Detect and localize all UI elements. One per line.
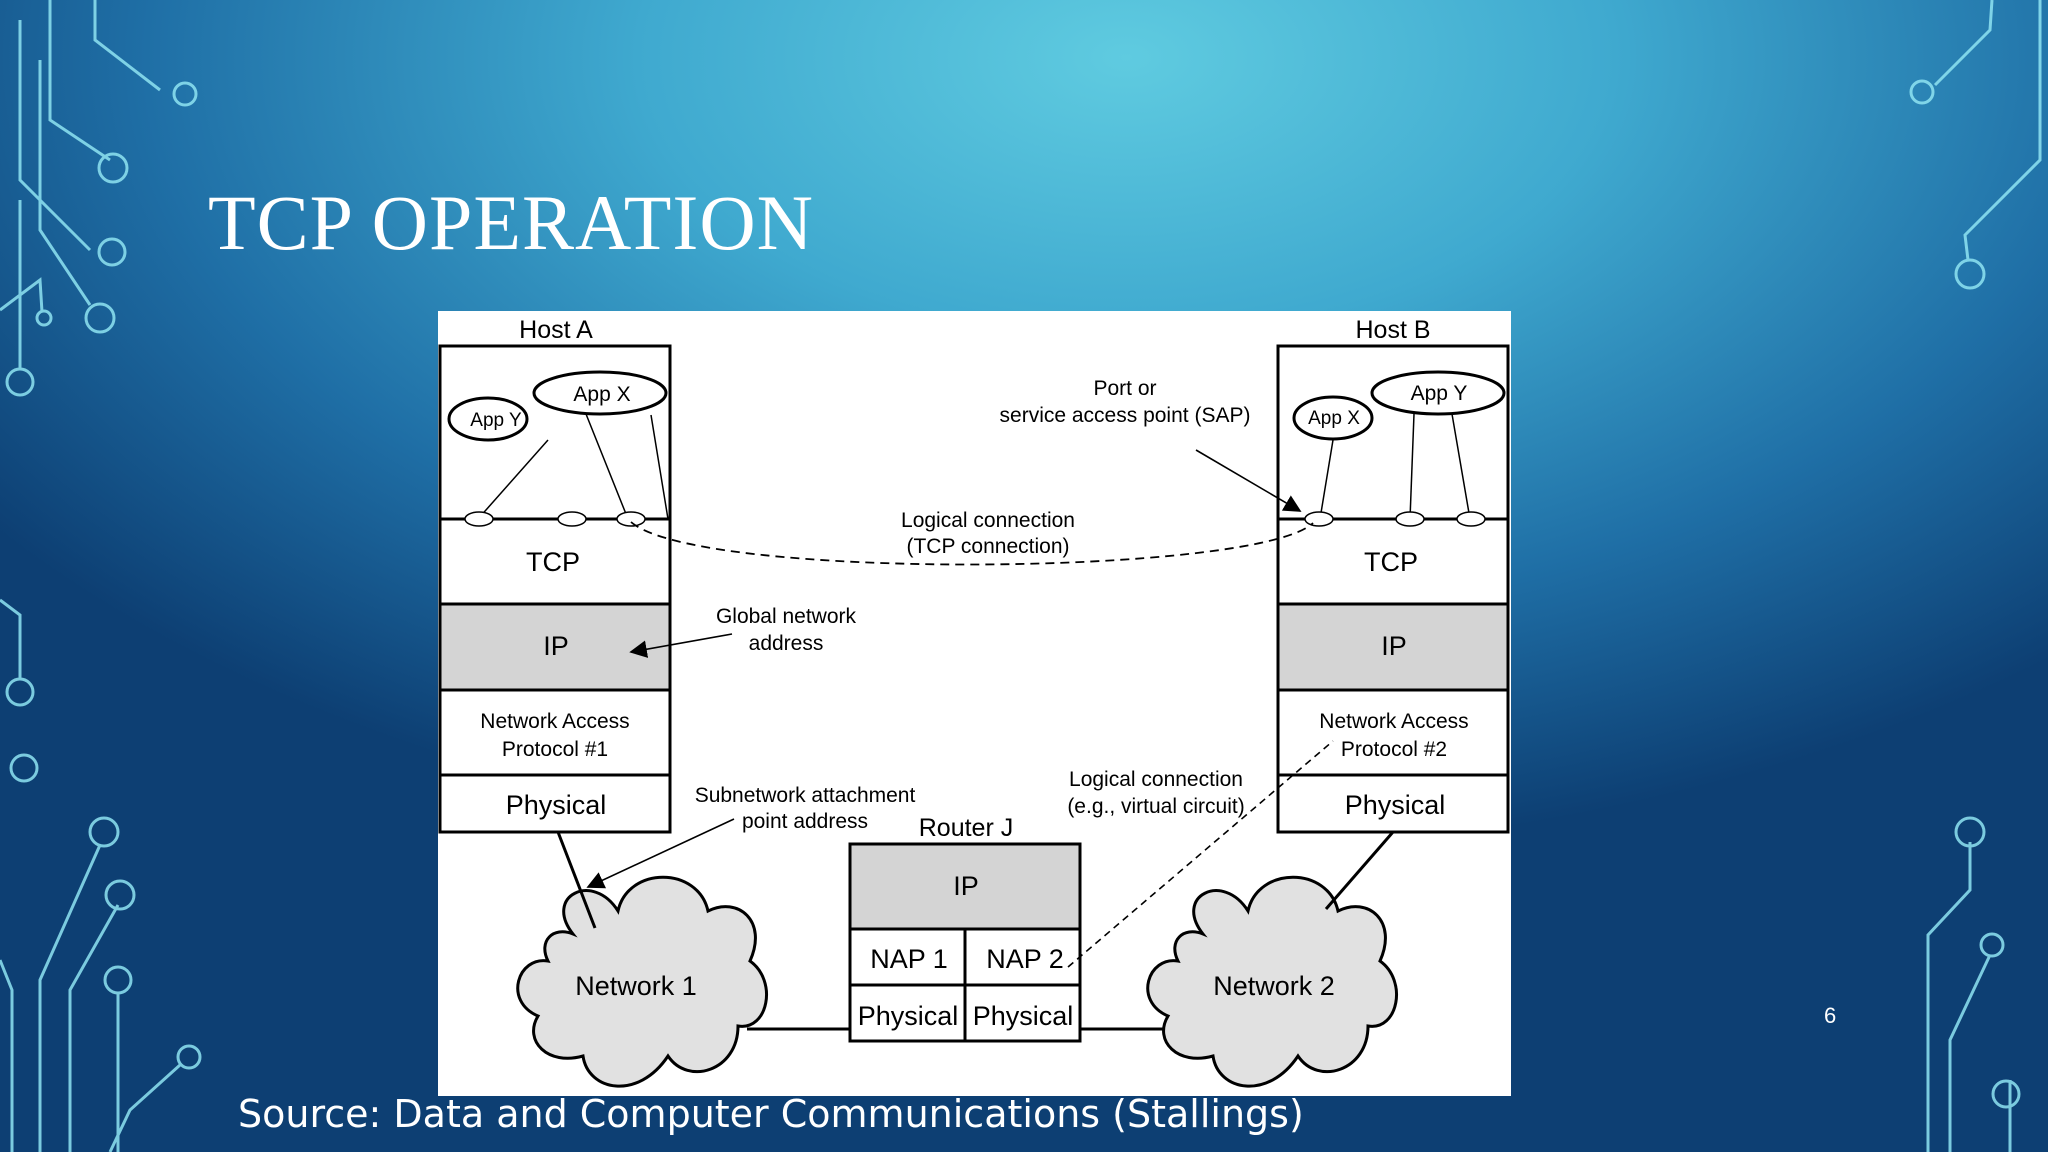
- host-b-port-1: [1304, 511, 1334, 527]
- host-b-app-x-label: App X: [1308, 408, 1360, 429]
- host-a-physical-label: Physical: [506, 790, 607, 820]
- tcp-operation-diagram: Host A App Y App X TCP IP Network Access…: [438, 311, 1511, 1096]
- host-b-nap-line1: Network Access: [1319, 710, 1468, 733]
- host-b-app-y: [1370, 370, 1506, 416]
- subnet-label-line1: Subnetwork attachment: [695, 784, 916, 807]
- router-physical1-label: Physical: [858, 1001, 959, 1031]
- host-a-nap-line2: Protocol #1: [502, 738, 608, 761]
- host-a-app-x-label: App X: [573, 383, 630, 406]
- router-label: Router J: [919, 814, 1013, 842]
- host-b-to-network-2-link: [1324, 831, 1395, 910]
- host-a-port-3: [616, 511, 646, 527]
- global-address-label-line2: address: [749, 632, 824, 655]
- host-b-label: Host B: [1355, 316, 1430, 344]
- logical-vc-label-line2: (e.g., virtual circuit): [1067, 795, 1244, 818]
- host-b-port-3: [1456, 511, 1486, 527]
- network-2-label: Network 2: [1213, 971, 1335, 1001]
- router-physical2-label: Physical: [973, 1001, 1074, 1031]
- host-a-ip-label: IP: [543, 631, 569, 661]
- host-b-nap-line2: Protocol #2: [1341, 738, 1447, 761]
- global-address-label-line1: Global network: [716, 605, 857, 628]
- port-label-line2: service access point (SAP): [1000, 404, 1251, 427]
- host-a-app-y-label: App Y: [470, 410, 522, 431]
- sap-arrow: [1195, 449, 1302, 512]
- network-1-label: Network 1: [575, 971, 697, 1001]
- source-caption: Source: Data and Computer Communications…: [238, 1092, 1304, 1136]
- host-a-tcp-label: TCP: [526, 547, 580, 577]
- port-label-line1: Port or: [1093, 377, 1156, 400]
- global-address-arrow: [629, 633, 733, 658]
- network-1-cloud: [516, 875, 768, 1088]
- host-a-port-1: [464, 511, 494, 527]
- router-ip-layer: [848, 842, 1082, 931]
- router-nap1-label: NAP 1: [870, 944, 948, 974]
- logical-virtual-circuit: [1067, 740, 1334, 968]
- host-b-app-x: [1292, 395, 1374, 441]
- subnet-label-line2: point address: [742, 810, 868, 833]
- host-a-port-2: [557, 511, 587, 527]
- slide-number: 6: [1824, 1003, 1837, 1028]
- network-2-cloud: [1146, 875, 1398, 1088]
- host-a-app-x: [532, 370, 668, 416]
- host-b-app-y-label: App Y: [1411, 382, 1468, 405]
- logical-tcp-connection: [630, 521, 1314, 566]
- host-a-nap-line1: Network Access: [480, 710, 629, 733]
- logical-tcp-label-line1: Logical connection: [901, 509, 1075, 532]
- host-a-app-y: [447, 396, 529, 442]
- host-b-port-2: [1395, 511, 1425, 527]
- host-b-tcp-label: TCP: [1364, 547, 1418, 577]
- router-ip-label: IP: [953, 871, 979, 901]
- diagram-svg: Host A App Y App X TCP IP Network Access…: [438, 316, 1510, 1088]
- host-b-stack: [1276, 344, 1510, 834]
- logical-tcp-label-line2: (TCP connection): [906, 535, 1069, 558]
- logical-vc-label-line1: Logical connection: [1069, 768, 1243, 791]
- router-nap2-label: NAP 2: [986, 944, 1064, 974]
- host-a-to-network-1-link: [556, 831, 597, 929]
- router-stack: [848, 842, 1082, 1043]
- host-b-physical-label: Physical: [1345, 790, 1446, 820]
- host-a-label: Host A: [519, 316, 593, 344]
- host-b-ip-label: IP: [1381, 631, 1407, 661]
- subnet-address-arrow: [586, 818, 735, 889]
- slide-title: TCP OPERATION: [208, 179, 814, 266]
